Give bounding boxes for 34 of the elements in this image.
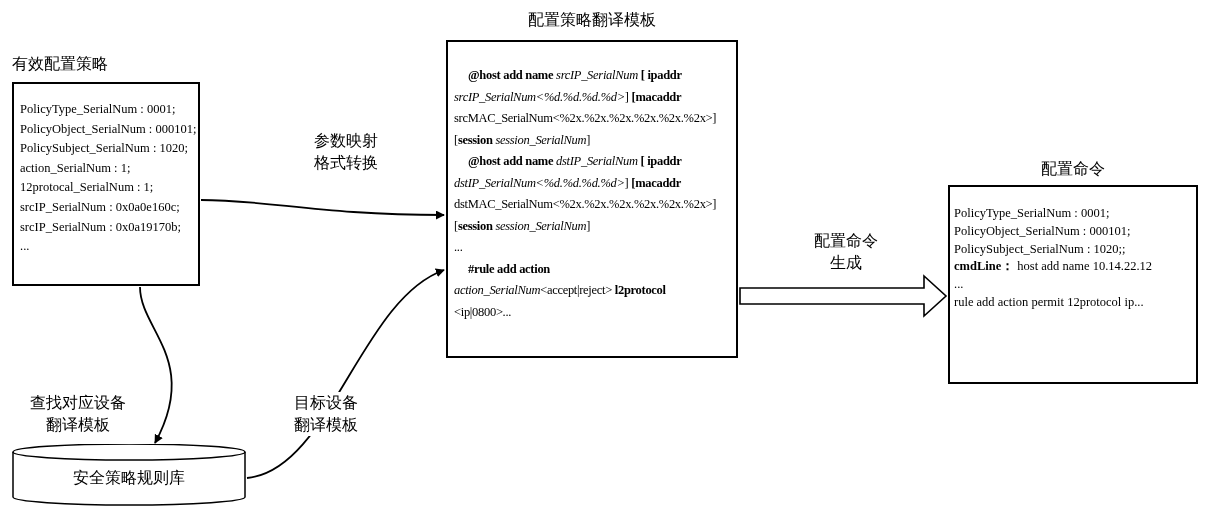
code-line: ... <box>20 239 30 255</box>
code-line: [session session_SerialNum] <box>454 218 591 234</box>
code-line: dstIP_SerialNum<%d.%d.%d.%d>] [macaddr <box>454 175 681 191</box>
code-line: PolicySubject_SerialNum : 1020; <box>20 141 189 157</box>
box-heading: 配置命令 <box>1040 159 1106 180</box>
code-line: srcIP_SerialNum : 0x0a19170b; <box>20 219 182 235</box>
box-heading: 配置策略翻译模板 <box>527 10 657 31</box>
code-line: dstMAC_SerialNum<%2x.%2x.%2x.%2x.%2x.%2x>] <box>454 197 717 212</box>
code-line: rule add action permit 12protocol ip... <box>954 294 1145 311</box>
code-line: srcIP_SerialNum : 0x0a0e160c; <box>20 200 180 215</box>
box-heading: 有效配置策略 <box>12 54 108 75</box>
curved-arrow <box>200 199 445 220</box>
code-line: srcMAC_SerialNum<%2x.%2x.%2x.%2x.%2x.%2x>] <box>454 111 717 126</box>
database-label: 安全策略规则库 <box>72 468 186 489</box>
code-line: @host add name dstIP_SerialNum [ ipaddr <box>468 154 682 169</box>
curved-arrow <box>139 286 173 444</box>
code-line: PolicyObject_SerialNum : 000101; <box>20 121 197 137</box>
code-line: action_SerialNum : 1; <box>20 160 131 176</box>
code-line: PolicyType_SerialNum : 0001; <box>954 205 1111 222</box>
code-line: ... <box>454 240 463 255</box>
block-arrow <box>739 274 948 318</box>
code-line: action_SerialNum<accept|reject> l2protocol <box>454 283 666 298</box>
code-line: 12protocal_SerialNum : 1; <box>20 180 154 196</box>
code-line: ... <box>954 276 965 294</box>
code-line: cmdLine： host add name 10.14.22.12 <box>954 258 1154 276</box>
edge-label: 查找对应设备翻译模板 <box>28 392 128 436</box>
code-line: @host add name srcIP_SerialNum [ ipaddr <box>468 68 682 83</box>
code-line: #rule add action <box>468 261 550 277</box>
code-line: <ip|0800>... <box>454 304 512 320</box>
code-line: [session session_SerialNum] <box>454 132 591 148</box>
code-line: PolicyType_SerialNum : 0001; <box>20 102 176 117</box>
code-line: PolicyObject_SerialNum : 000101; <box>954 222 1132 240</box>
code-line: PolicySubject_SerialNum : 1020;; <box>954 240 1127 258</box>
code-line: srcIP_SerialNum<%d.%d.%d.%d>] [macaddr <box>454 89 682 105</box>
